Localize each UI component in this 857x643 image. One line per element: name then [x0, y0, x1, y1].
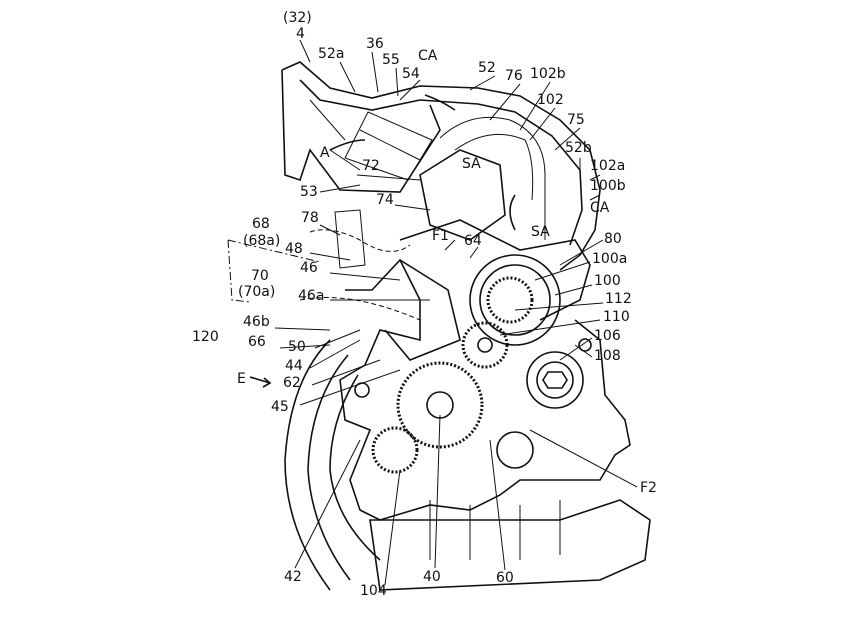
- label-40: 40: [423, 569, 441, 585]
- boundary-120: [227, 239, 321, 303]
- small-gear: [371, 426, 419, 474]
- label-45: 45: [271, 399, 289, 415]
- cylinder: [384, 259, 461, 361]
- intake-pipe: [439, 116, 546, 240]
- label-68a: (68a): [243, 233, 280, 249]
- label-102b: 102b: [530, 66, 566, 82]
- label-46: 46: [300, 260, 318, 276]
- label-54: 54: [402, 66, 420, 82]
- duct-panel: [309, 99, 361, 171]
- airflow-arrow-A: [329, 139, 366, 151]
- bolt-boss-2: [578, 338, 592, 352]
- arrow-E: [249, 376, 272, 388]
- label-80: 80: [604, 231, 622, 247]
- idler-gear: [461, 321, 509, 369]
- crankcase: [339, 258, 631, 521]
- label-76: 76: [505, 68, 523, 84]
- component-78: [334, 209, 366, 269]
- drive-gear: [486, 276, 534, 324]
- label-70: 70: [251, 268, 269, 284]
- label-66: 66: [248, 334, 266, 350]
- alternator-inner: [536, 361, 574, 399]
- air-duct-inner: [299, 79, 583, 246]
- alternator-nut: [542, 371, 568, 389]
- airflow-arrow-CA: [424, 94, 456, 111]
- label-110: 110: [603, 309, 630, 325]
- cylinder-head: [399, 219, 591, 321]
- label-64: 64: [464, 233, 482, 249]
- label-104: 104: [360, 583, 387, 599]
- label-100b: 100b: [590, 178, 626, 194]
- component-68-outline: [299, 229, 421, 321]
- large-gear: [396, 361, 484, 449]
- label-46b: 46b: [243, 314, 270, 330]
- label-55: 55: [382, 52, 400, 68]
- label-50: 50: [288, 339, 306, 355]
- label-102a: 102a: [590, 158, 625, 174]
- exhaust-pipe-2: [307, 354, 351, 581]
- label-SA-2: SA: [531, 224, 550, 240]
- label-106: 106: [594, 328, 621, 344]
- label-36: 36: [366, 36, 384, 52]
- label-E: E: [237, 371, 246, 387]
- filter-element: [344, 111, 433, 181]
- label-F2: F2: [640, 480, 657, 496]
- label-32: (32): [283, 10, 312, 26]
- drawing-lines: [227, 39, 651, 591]
- label-52b: 52b: [565, 140, 592, 156]
- label-100a: 100a: [592, 251, 627, 267]
- label-52a: 52a: [318, 46, 344, 62]
- label-48: 48: [285, 241, 303, 257]
- label-108: 108: [594, 348, 621, 364]
- label-4: 4: [296, 26, 305, 42]
- supercharger-rotor: [479, 264, 551, 336]
- label-CA-2: CA: [590, 200, 610, 216]
- label-74: 74: [376, 192, 394, 208]
- throttle-body: [419, 149, 506, 241]
- label-68: 68: [252, 216, 270, 232]
- label-42: 42: [284, 569, 302, 585]
- air-duct: [281, 61, 601, 271]
- idler-shaft: [477, 337, 493, 353]
- air-cleaner-box: [281, 69, 441, 193]
- label-F1: F1: [432, 228, 449, 244]
- label-72: 72: [362, 158, 380, 174]
- label-44: 44: [285, 358, 303, 374]
- collector-detail: [429, 500, 561, 560]
- label-120: 120: [192, 329, 219, 345]
- label-75: 75: [567, 112, 585, 128]
- label-A: A: [320, 145, 330, 161]
- label-53: 53: [300, 184, 318, 200]
- label-SA: SA: [462, 156, 481, 172]
- leader-lines: [274, 39, 638, 586]
- exhaust-collector: [369, 499, 651, 591]
- supercharger-housing: [469, 254, 561, 346]
- exhaust-pipe-1: [284, 339, 331, 591]
- water-pump: [496, 431, 534, 469]
- label-46a: 46a: [298, 288, 324, 304]
- label-70a: (70a): [238, 284, 275, 300]
- label-52: 52: [478, 60, 496, 76]
- label-102: 102: [537, 92, 564, 108]
- airflow-arrow-SA: [509, 194, 516, 231]
- label-62: 62: [283, 375, 301, 391]
- exhaust-pipe-3: [329, 374, 381, 561]
- alternator: [526, 351, 584, 409]
- label-100: 100: [594, 273, 621, 289]
- label-78: 78: [301, 210, 319, 226]
- label-CA: CA: [418, 48, 438, 64]
- crankshaft: [426, 391, 454, 419]
- reference-labels: (32) 4 52a 36 55 CA 54 52 76 102b 102 75…: [192, 10, 657, 599]
- label-60: 60: [496, 570, 514, 586]
- label-112: 112: [605, 291, 632, 307]
